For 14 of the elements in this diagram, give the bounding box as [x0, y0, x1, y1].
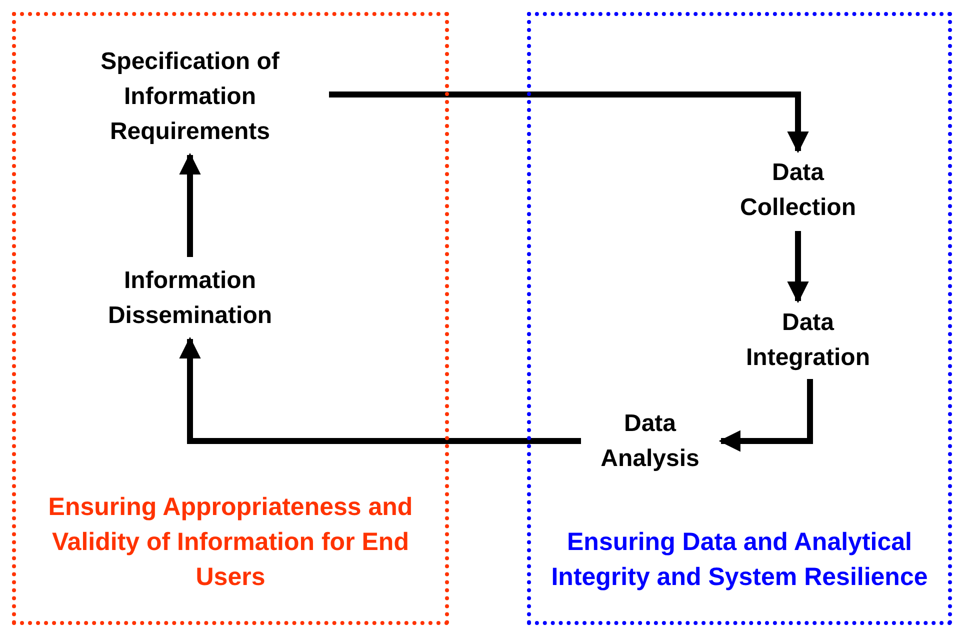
step-label: Specification of Information Requirements — [55, 44, 325, 149]
dotted-region — [527, 12, 952, 625]
dotted-region — [12, 12, 449, 625]
step-label: Data Analysis — [585, 406, 715, 476]
step-label: Data Collection — [718, 155, 878, 225]
region-heading: Ensuring Appropriateness and Validity of Information for End Users — [47, 492, 414, 593]
arrow — [179, 336, 581, 444]
arrow — [179, 152, 201, 257]
step-label: Information Dissemination — [60, 263, 320, 333]
region-heading: Ensuring Data and Analytical Integrity and System Resilience — [550, 527, 929, 593]
arrow — [718, 379, 813, 452]
arrow — [329, 92, 809, 154]
arrow — [787, 231, 809, 304]
step-label: Data Integration — [723, 305, 893, 375]
